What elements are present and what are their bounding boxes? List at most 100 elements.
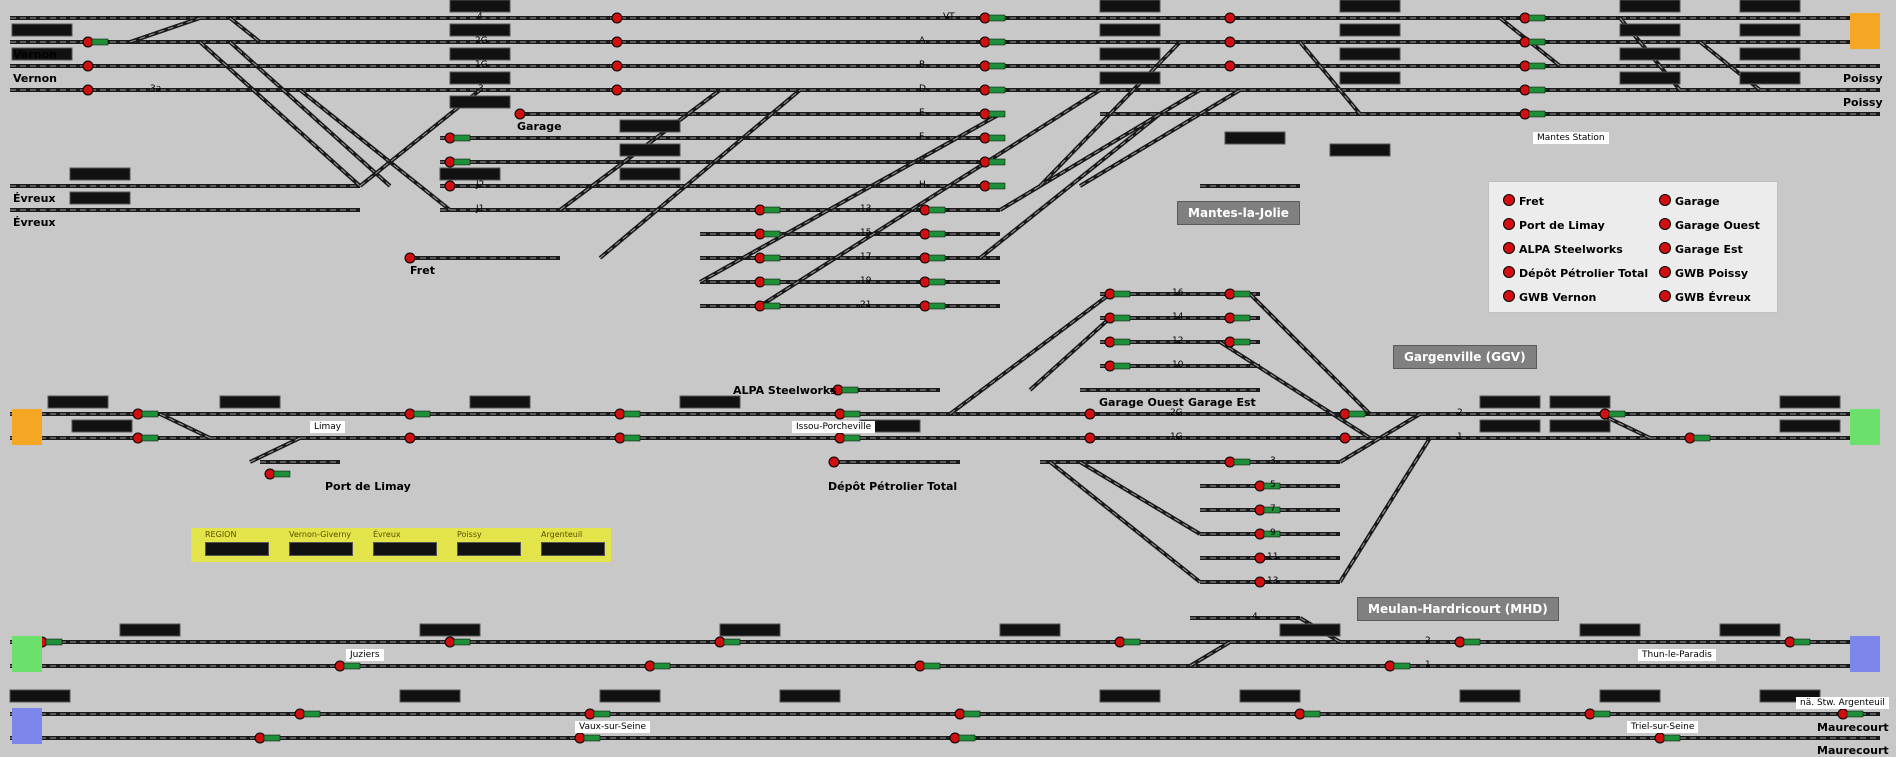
signal-icon[interactable] — [1104, 288, 1116, 300]
signal-icon[interactable] — [1114, 636, 1126, 648]
legend-item[interactable]: Garage — [1659, 194, 1720, 208]
signal-icon[interactable] — [611, 36, 623, 48]
signal-icon[interactable] — [919, 300, 931, 312]
train-number-display[interactable] — [1099, 0, 1161, 13]
signal-icon[interactable] — [1294, 708, 1306, 720]
signal-icon[interactable] — [1224, 312, 1236, 324]
signal-icon[interactable] — [1684, 432, 1696, 444]
train-number-display[interactable] — [9, 689, 71, 703]
signal-icon[interactable] — [1519, 108, 1531, 120]
train-number-display[interactable] — [449, 95, 511, 109]
signal-icon[interactable] — [1519, 12, 1531, 24]
signal-icon[interactable] — [1254, 576, 1266, 588]
signal-icon[interactable] — [828, 456, 840, 468]
signal-icon[interactable] — [1384, 660, 1396, 672]
signal-icon[interactable] — [979, 36, 991, 48]
region-counter[interactable] — [541, 542, 605, 556]
signal-icon[interactable] — [979, 156, 991, 168]
signal-icon[interactable] — [1224, 456, 1236, 468]
train-number-display[interactable] — [1739, 71, 1801, 85]
signal-icon[interactable] — [1254, 528, 1266, 540]
signal-icon[interactable] — [334, 660, 346, 672]
legend-item[interactable]: Port de Limay — [1503, 218, 1605, 232]
train-number-display[interactable] — [69, 167, 131, 181]
signal-icon[interactable] — [614, 408, 626, 420]
train-number-display[interactable] — [1279, 623, 1341, 637]
signal-icon[interactable] — [914, 660, 926, 672]
train-number-display[interactable] — [1099, 71, 1161, 85]
signal-icon[interactable] — [919, 252, 931, 264]
train-number-display[interactable] — [1099, 23, 1161, 37]
signal-icon[interactable] — [1224, 288, 1236, 300]
train-number-display[interactable] — [1779, 419, 1841, 433]
signal-icon[interactable] — [444, 180, 456, 192]
signal-icon[interactable] — [1519, 60, 1531, 72]
train-number-display[interactable] — [1339, 47, 1401, 61]
boundary-vaux-west[interactable] — [12, 708, 42, 744]
train-number-display[interactable] — [1239, 689, 1301, 703]
signal-icon[interactable] — [584, 708, 596, 720]
train-number-display[interactable] — [1619, 47, 1681, 61]
signal-icon[interactable] — [82, 84, 94, 96]
track-segment[interactable] — [249, 436, 301, 464]
train-number-display[interactable] — [999, 623, 1061, 637]
train-number-display[interactable] — [779, 689, 841, 703]
train-number-display[interactable] — [719, 623, 781, 637]
signal-icon[interactable] — [1584, 708, 1596, 720]
train-number-display[interactable] — [1719, 623, 1781, 637]
train-number-display[interactable] — [449, 0, 511, 13]
legend-item[interactable]: Fret — [1503, 194, 1544, 208]
signal-icon[interactable] — [834, 432, 846, 444]
train-number-display[interactable] — [1739, 0, 1801, 13]
signal-icon[interactable] — [1454, 636, 1466, 648]
boundary-poissy-ggv[interactable] — [1850, 409, 1880, 445]
region-counter[interactable] — [457, 542, 521, 556]
legend-item[interactable]: GWB Poissy — [1659, 266, 1748, 280]
train-number-display[interactable] — [1339, 0, 1401, 13]
signal-icon[interactable] — [754, 228, 766, 240]
train-number-display[interactable] — [1339, 71, 1401, 85]
train-number-display[interactable] — [1619, 23, 1681, 37]
train-number-display[interactable] — [419, 623, 481, 637]
signal-icon[interactable] — [1254, 504, 1266, 516]
legend-item[interactable]: Garage Est — [1659, 242, 1743, 256]
signal-icon[interactable] — [82, 60, 94, 72]
signal-icon[interactable] — [1339, 432, 1351, 444]
legend-item[interactable]: Dépôt Pétrolier Total — [1503, 266, 1648, 280]
signal-icon[interactable] — [714, 636, 726, 648]
signal-icon[interactable] — [979, 108, 991, 120]
train-number-display[interactable] — [1099, 47, 1161, 61]
train-number-display[interactable] — [47, 395, 109, 409]
legend-item[interactable]: GWB Vernon — [1503, 290, 1596, 304]
train-number-display[interactable] — [1479, 419, 1541, 433]
signal-icon[interactable] — [644, 660, 656, 672]
signal-icon[interactable] — [1837, 708, 1849, 720]
train-number-display[interactable] — [11, 23, 73, 37]
signal-icon[interactable] — [404, 408, 416, 420]
boundary-juziers-west[interactable] — [12, 636, 42, 672]
train-number-display[interactable] — [439, 167, 501, 181]
train-number-display[interactable] — [619, 143, 681, 157]
track-segment[interactable] — [159, 412, 211, 440]
train-number-display[interactable] — [449, 71, 511, 85]
signal-icon[interactable] — [1784, 636, 1796, 648]
train-number-display[interactable] — [1739, 47, 1801, 61]
legend-item[interactable]: Garage Ouest — [1659, 218, 1760, 232]
signal-icon[interactable] — [404, 432, 416, 444]
train-number-display[interactable] — [619, 119, 681, 133]
signal-icon[interactable] — [1104, 360, 1116, 372]
signal-icon[interactable] — [514, 108, 526, 120]
signal-icon[interactable] — [1104, 312, 1116, 324]
signal-icon[interactable] — [254, 732, 266, 744]
train-number-display[interactable] — [1459, 689, 1521, 703]
signal-icon[interactable] — [979, 84, 991, 96]
train-number-display[interactable] — [1599, 689, 1661, 703]
signal-icon[interactable] — [132, 432, 144, 444]
boundary-poissy-top[interactable] — [1850, 13, 1880, 49]
signal-icon[interactable] — [979, 12, 991, 24]
signal-icon[interactable] — [949, 732, 961, 744]
train-number-display[interactable] — [1099, 689, 1161, 703]
signal-icon[interactable] — [1254, 552, 1266, 564]
train-number-display[interactable] — [71, 419, 133, 433]
signal-icon[interactable] — [834, 408, 846, 420]
